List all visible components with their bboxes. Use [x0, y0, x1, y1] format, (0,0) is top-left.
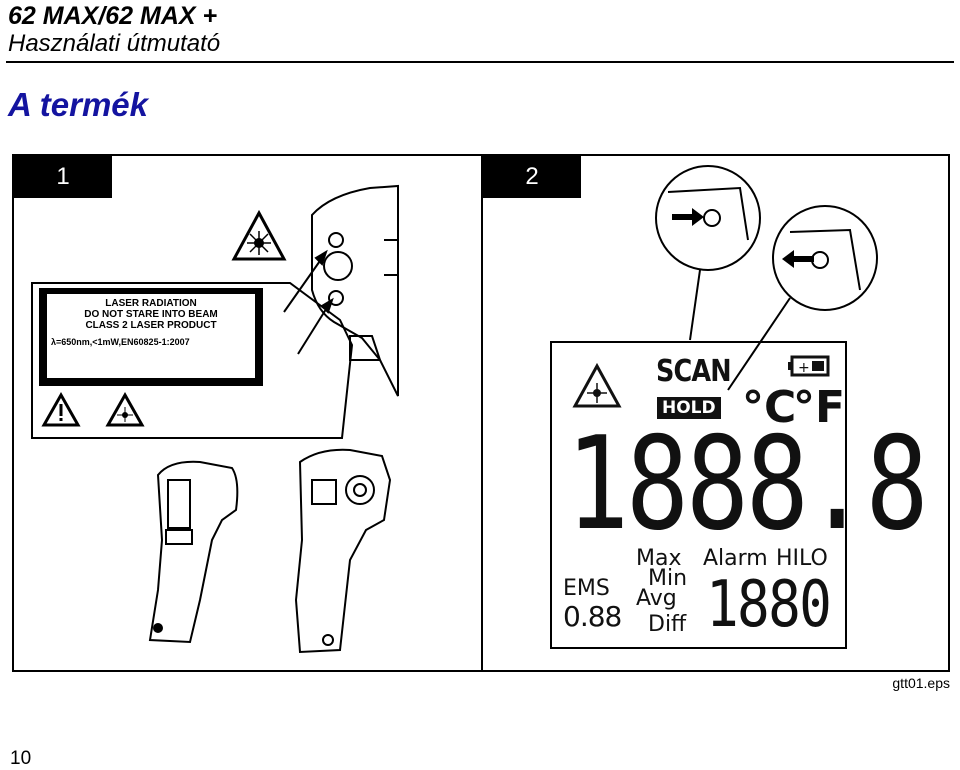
label-panel-outline [31, 282, 354, 439]
doc-subtitle: Használati útmutató [8, 30, 221, 57]
laser-warning-icon [231, 209, 287, 261]
label-line-4: λ=650nm,<1mW,EN60825-1:2007 [51, 337, 190, 347]
thermometer-rear-view [294, 448, 392, 654]
lcd-unit-f: °F [793, 382, 846, 433]
section-title: A termék [8, 86, 149, 123]
laser-small-icon [105, 391, 145, 427]
lcd-scan: SCAN [656, 354, 732, 389]
lcd-avg: Avg [636, 586, 677, 611]
panel-number-1: 1 [14, 156, 112, 198]
lcd-hilo: HILO [776, 546, 828, 571]
doc-title: 62 MAX/62 MAX + [8, 2, 218, 30]
pointer-arrows [283, 249, 334, 355]
figure-divider [481, 154, 483, 672]
lcd-unit-c: °C [742, 382, 797, 433]
lcd-hold: HOLD [657, 397, 721, 419]
figure-filename: gtt01.eps [892, 675, 950, 691]
lcd-ems: EMS [563, 576, 610, 601]
label-line-1: LASER RADIATION [105, 298, 197, 309]
laser-warning-label: LASER RADIATION DO NOT STARE INTO BEAM C… [39, 288, 263, 386]
thermometer-front-view [148, 460, 239, 644]
panel-number-2: 2 [483, 156, 581, 198]
zoom-callout-right [727, 205, 878, 391]
battery-icon: + [788, 355, 830, 377]
svg-text:+: + [798, 360, 810, 376]
lcd-main-digits: 1888.8 [566, 410, 929, 559]
warning-icon [41, 391, 81, 427]
lcd-frame [550, 341, 847, 649]
label-line-2: DO NOT STARE INTO BEAM [84, 309, 218, 320]
lcd-max: Max [636, 546, 682, 571]
lcd-diff: Diff [648, 612, 687, 637]
lcd-ems-value: 0.88 [563, 600, 622, 633]
thermometer-back-view [311, 184, 399, 397]
header-rule [6, 61, 954, 63]
trigger-out-arrow [782, 250, 814, 268]
trigger-in-arrow [672, 208, 704, 226]
lcd-min: Min [648, 566, 688, 591]
label-line-3: CLASS 2 LASER PRODUCT [85, 320, 217, 331]
lcd-laser-icon [572, 362, 622, 408]
lcd-alarm: Alarm [703, 546, 768, 571]
page-number: 10 [10, 748, 32, 769]
lcd-sub-digits: 1880 [706, 568, 832, 642]
zoom-callout-left [655, 165, 761, 341]
